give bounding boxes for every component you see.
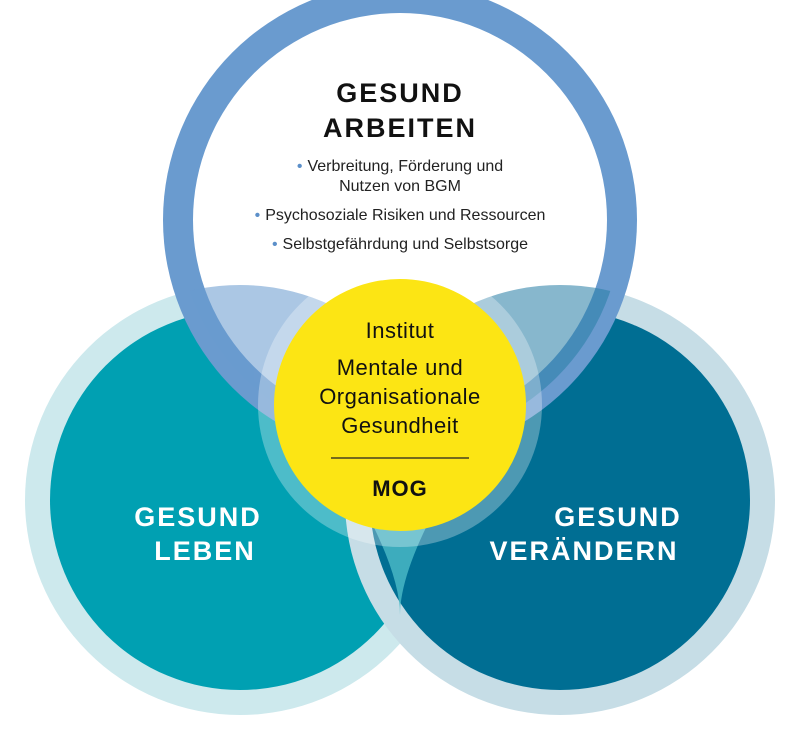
bullet-item-continued: Nutzen von BGM — [339, 178, 461, 195]
bullet-text: Psychosoziale Risiken und Ressourcen — [265, 207, 546, 224]
bullet-text: Verbreitung, Förderung und — [307, 158, 504, 175]
left-title-line2: LEBEN — [154, 536, 256, 566]
bullet-text: Selbstgefährdung und Selbstsorge — [282, 236, 529, 253]
bullet-item: •Verbreitung, Förderung und — [296, 158, 504, 175]
bullet-item: •Psychosoziale Risiken und Ressourcen — [254, 207, 546, 224]
center-line2: Mentale und — [336, 355, 464, 380]
right-title-line1: GESUND — [554, 502, 682, 532]
center-line4: Gesundheit — [341, 413, 459, 438]
top-title-line2: ARBEITEN — [322, 113, 478, 143]
left-title-line1: GESUND — [134, 502, 262, 532]
center-line1: Institut — [365, 318, 435, 343]
bullet-item: •Selbstgefährdung und Selbstsorge — [271, 236, 529, 253]
center-abbreviation: MOG — [372, 476, 428, 501]
right-title-line2: VERÄNDERN — [489, 536, 679, 566]
center-line3: Organisationale — [319, 384, 481, 409]
top-title-line1: GESUND — [336, 78, 464, 108]
center-circle — [274, 279, 526, 531]
